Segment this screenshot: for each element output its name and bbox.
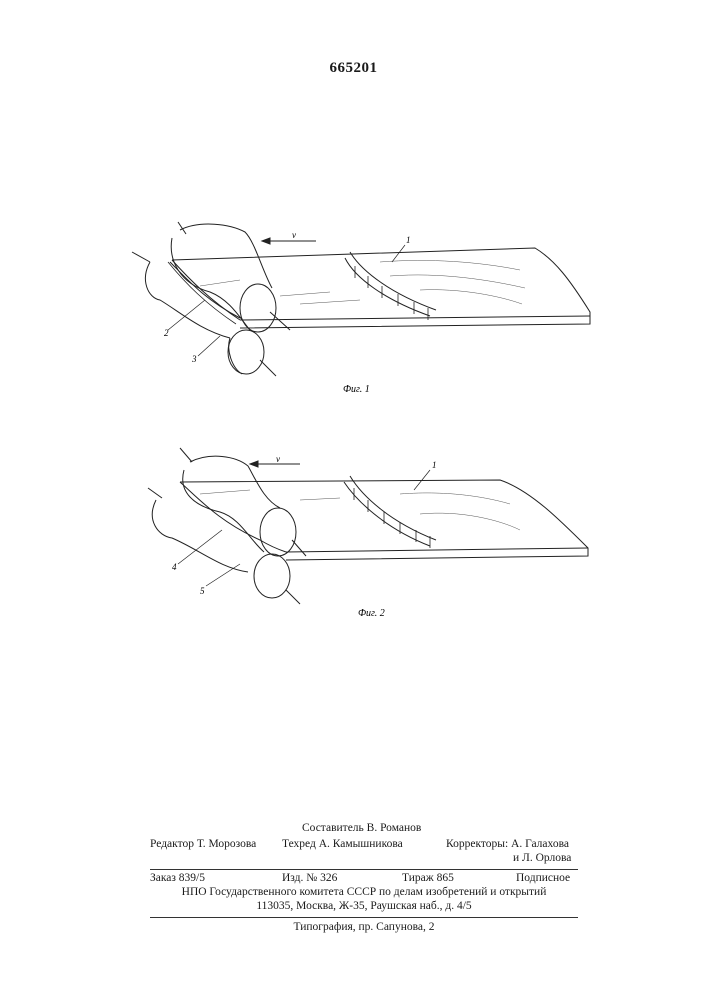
- organization-line: НПО Государственного комитета СССР по де…: [150, 886, 578, 898]
- correctors-line-1: Корректоры: А. Галахова: [446, 838, 569, 850]
- velocity-label-1: v: [292, 230, 296, 240]
- edition-number: Изд. № 326: [282, 872, 337, 884]
- label-3-fig1: 3: [191, 354, 197, 364]
- circulation: Тираж 865: [402, 872, 454, 884]
- label-1-fig1: 1: [406, 235, 411, 245]
- figure-2-drawing: v 1 4 5 Фиг. 2: [0, 440, 707, 620]
- figure-1-drawing: v 1 2 3 Фиг. 1: [0, 200, 707, 400]
- subscription: Подписное: [516, 872, 570, 884]
- label-5-fig2: 5: [200, 586, 205, 596]
- figure-1-caption: Фиг. 1: [343, 384, 370, 395]
- velocity-label-2: v: [276, 454, 280, 464]
- patent-number: 665201: [0, 60, 707, 77]
- order-number: Заказ 839/5: [150, 872, 205, 884]
- editor-line: Редактор Т. Морозова: [150, 838, 256, 850]
- compiler-line: Составитель В. Романов: [302, 822, 421, 834]
- correctors-line-2: и Л. Орлова: [513, 852, 571, 864]
- figure-2-caption: Фиг. 2: [358, 608, 385, 619]
- label-1-fig2: 1: [432, 460, 437, 470]
- printing-line: Типография, пр. Сапунова, 2: [150, 921, 578, 933]
- divider-bottom: [150, 917, 578, 918]
- techred-line: Техред А. Камышникова: [282, 838, 403, 850]
- address-line: 113035, Москва, Ж-35, Раушская наб., д. …: [150, 900, 578, 912]
- label-4-fig2: 4: [172, 562, 177, 572]
- divider-top: [150, 869, 578, 870]
- label-2-fig1: 2: [164, 328, 169, 338]
